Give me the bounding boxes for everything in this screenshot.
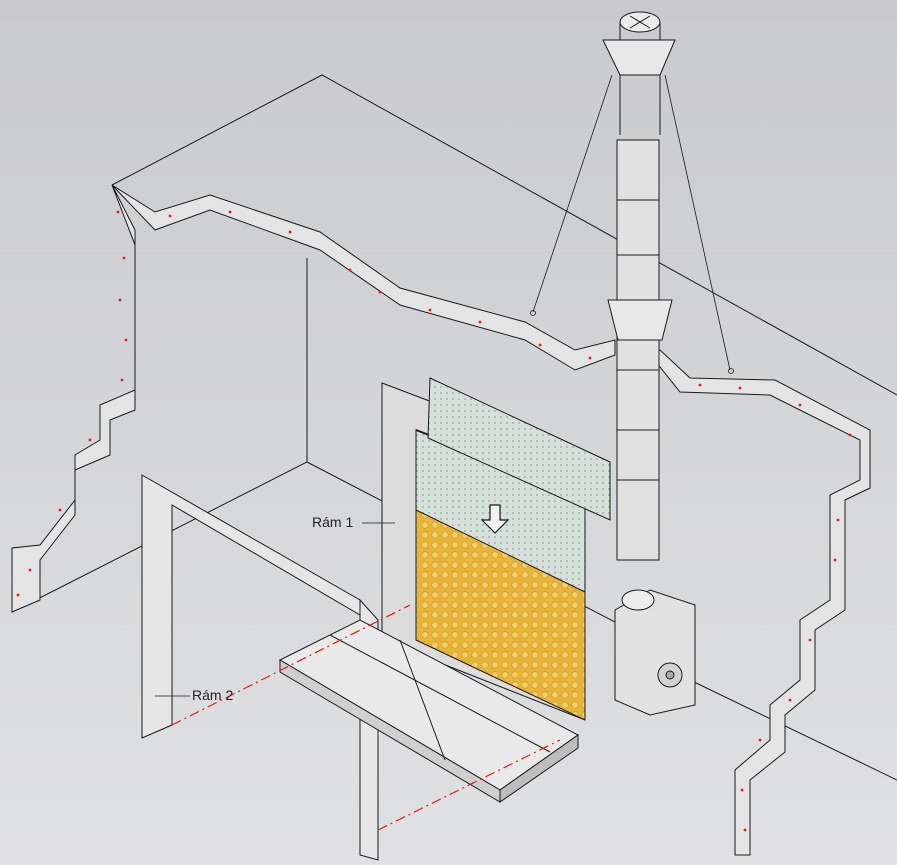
alignment-lines <box>171 604 561 831</box>
duct-speckles <box>16 210 852 832</box>
guy-wires <box>530 74 734 374</box>
down-arrow-icon <box>480 504 510 534</box>
right-air-duct <box>647 349 871 856</box>
exhaust-stack <box>602 11 676 561</box>
frame-2-label: Rám 2 <box>192 687 234 703</box>
filter-roller <box>427 377 611 521</box>
frame-1-label: Rám 1 <box>312 514 354 530</box>
label-leaders <box>155 522 395 697</box>
floor-grating <box>278 619 579 803</box>
fan-motor-icon <box>614 589 696 716</box>
left-air-duct <box>11 184 616 613</box>
